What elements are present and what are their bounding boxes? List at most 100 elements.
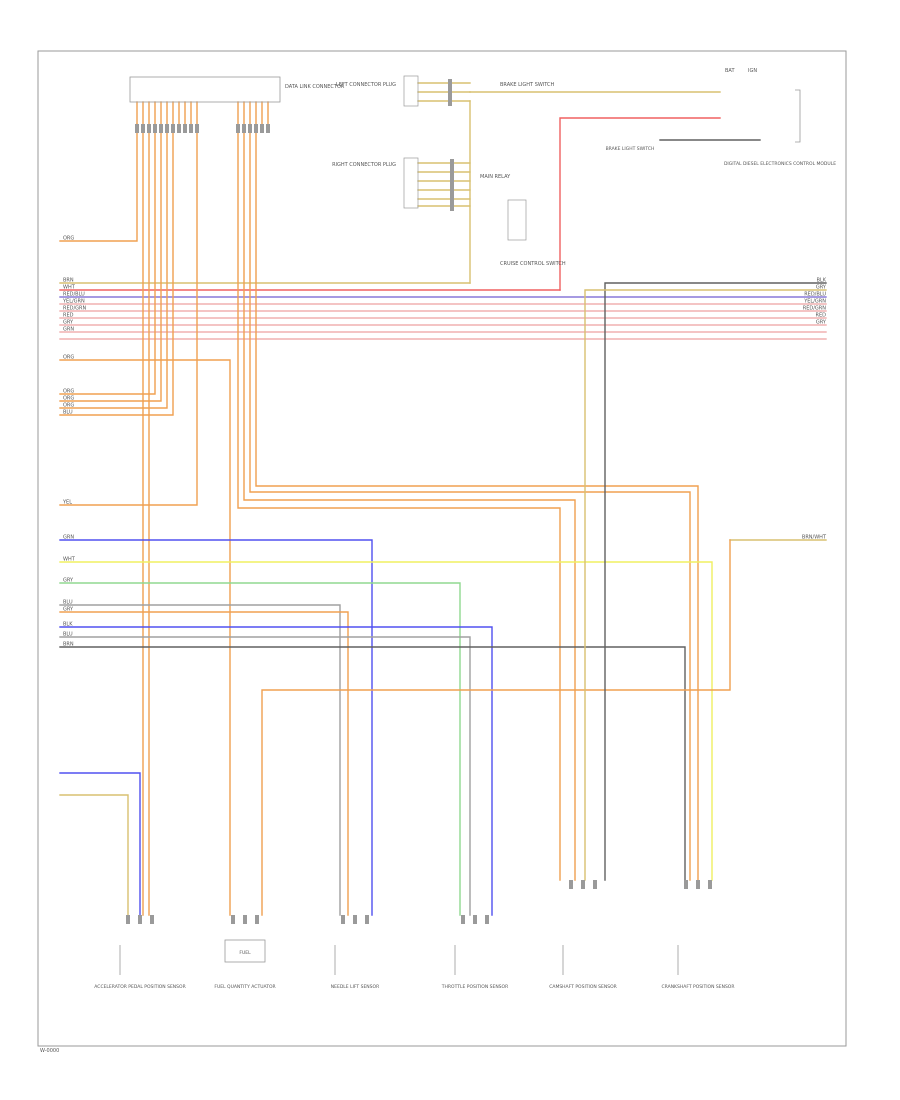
wire-green-throttle	[59, 582, 461, 916]
top-connector-pin	[165, 124, 169, 133]
diagram-code: W-0000	[40, 1048, 59, 1054]
left-wire-label: RED	[63, 313, 74, 319]
left-wire-label: GRY	[63, 578, 74, 584]
component-pin	[696, 880, 700, 889]
component-pin	[243, 915, 247, 924]
right-wire-label: RED/GRN	[803, 306, 827, 312]
component-pin	[353, 915, 357, 924]
top-connector-pin	[183, 124, 187, 133]
diagram-frame	[37, 50, 847, 1047]
top-connector-pin	[266, 124, 270, 133]
mid-pin	[448, 79, 452, 88]
mid-pin	[450, 159, 454, 168]
component-pin	[708, 880, 712, 889]
wire-blue-throttle	[59, 626, 493, 916]
top-connector-pin	[177, 124, 181, 133]
ignition-label: IGN	[748, 68, 757, 74]
left-wire-label: BLU	[63, 632, 73, 638]
component-pin	[473, 915, 477, 924]
top-connector-pin	[195, 124, 199, 133]
left-wire-label: ORG	[63, 396, 74, 402]
mid-pin	[450, 195, 454, 204]
wire-gray-throttle	[59, 636, 471, 916]
left-wire-label: YEL/GRN	[62, 299, 85, 305]
wire-orange-cam	[237, 132, 561, 881]
data-link-connector	[129, 76, 281, 103]
left-wire-label: BRN	[63, 278, 74, 284]
left-wire-label: RED/BLU	[63, 292, 85, 298]
data-link-connector-label: DATA LINK CONNECTOR	[285, 84, 345, 90]
left-wire-label: BRN	[63, 642, 74, 648]
left-wire-label: ORG	[63, 355, 74, 361]
wire-tan-accel	[59, 794, 129, 916]
left-wire-label: YEL	[62, 500, 72, 506]
component-label: NEEDLE LIFT SENSOR	[331, 984, 379, 990]
mid-pin	[448, 97, 452, 106]
left-wire-label: BLK	[63, 622, 73, 628]
left-wire-label: RED/GRN	[63, 306, 87, 312]
wire-blue-accel	[59, 772, 141, 916]
wire-orange-branch	[59, 132, 174, 416]
mid-pin	[450, 186, 454, 195]
component-pin	[365, 915, 369, 924]
mid-pin	[450, 202, 454, 211]
top-connector-pin	[135, 124, 139, 133]
right-wire-label: RED/BLU	[804, 292, 826, 298]
top-connector-pin	[189, 124, 193, 133]
main-relay-label: MAIN RELAY	[480, 174, 511, 180]
wire-tan-cam	[584, 289, 827, 881]
component-pin	[231, 915, 235, 924]
top-connector-pin	[260, 124, 264, 133]
wire-orange-branch	[59, 132, 168, 409]
fuel-actuator-box	[224, 939, 266, 963]
wire-orange-branch	[59, 132, 162, 402]
component-pin	[485, 915, 489, 924]
cruise-switch-label: CRUISE CONTROL SWITCH	[500, 261, 566, 267]
wire-orange-cam	[243, 132, 576, 881]
fuel-box-label: FUEL	[239, 950, 251, 956]
left-connector-label: LEFT CONNECTOR PLUG	[336, 82, 396, 88]
component-pin	[126, 915, 130, 924]
left-wire-label: BLU	[63, 600, 73, 606]
left-wire-label: BLU	[63, 410, 73, 416]
left-wire-label: WHT	[63, 557, 76, 563]
left-wire-label: GRY	[63, 607, 74, 613]
left-wire-label: GRN	[63, 327, 74, 333]
right-wire-label: BRN/WHT	[802, 535, 827, 541]
right-connector-label: RIGHT CONNECTOR PLUG	[332, 162, 396, 168]
labels-layer: DATA LINK CONNECTORORGBRNWHTRED/BLUYEL/G…	[40, 68, 836, 1054]
connectors-layer	[119, 75, 801, 975]
wire-yellow-crank	[59, 561, 713, 881]
wire-orange-fuel-return	[261, 539, 731, 916]
top-connector-pin	[147, 124, 151, 133]
top-connector-pin	[153, 124, 157, 133]
component-pin	[461, 915, 465, 924]
main-relay	[507, 199, 527, 241]
wire-gray-needle	[59, 604, 341, 916]
wire-orange-left	[59, 123, 138, 242]
component-pin	[684, 880, 688, 889]
component-label: CAMSHAFT POSITION SENSOR	[549, 984, 617, 990]
brake-sensor-label: BRAKE LIGHT SWITCH	[500, 82, 555, 88]
left-wire-label: ORG	[63, 389, 74, 395]
component-label: THROTTLE POSITION SENSOR	[441, 984, 508, 990]
component-pin	[569, 880, 573, 889]
left-connector-plug	[403, 75, 419, 107]
wire-orange-branch	[59, 132, 156, 395]
wire-orange-needle	[59, 611, 349, 916]
brake-light-label: BRAKE LIGHT SWITCH	[606, 146, 655, 152]
wires-layer	[59, 82, 827, 916]
component-label: CRANKSHAFT POSITION SENSOR	[662, 984, 735, 990]
right-wire-label: RED	[816, 313, 827, 319]
wire-dark-cam	[604, 282, 827, 881]
left-wire-label: GRN	[63, 535, 74, 541]
left-wire-label: ORG	[63, 236, 74, 242]
top-connector-pin	[159, 124, 163, 133]
wire-dark-crank	[59, 646, 686, 881]
wire-orange-fuel	[59, 359, 231, 916]
wire-orange-crank	[249, 132, 691, 881]
wire-red-battery	[559, 117, 721, 291]
mid-pin	[448, 88, 452, 97]
right-wire-label: BLK	[817, 278, 827, 284]
